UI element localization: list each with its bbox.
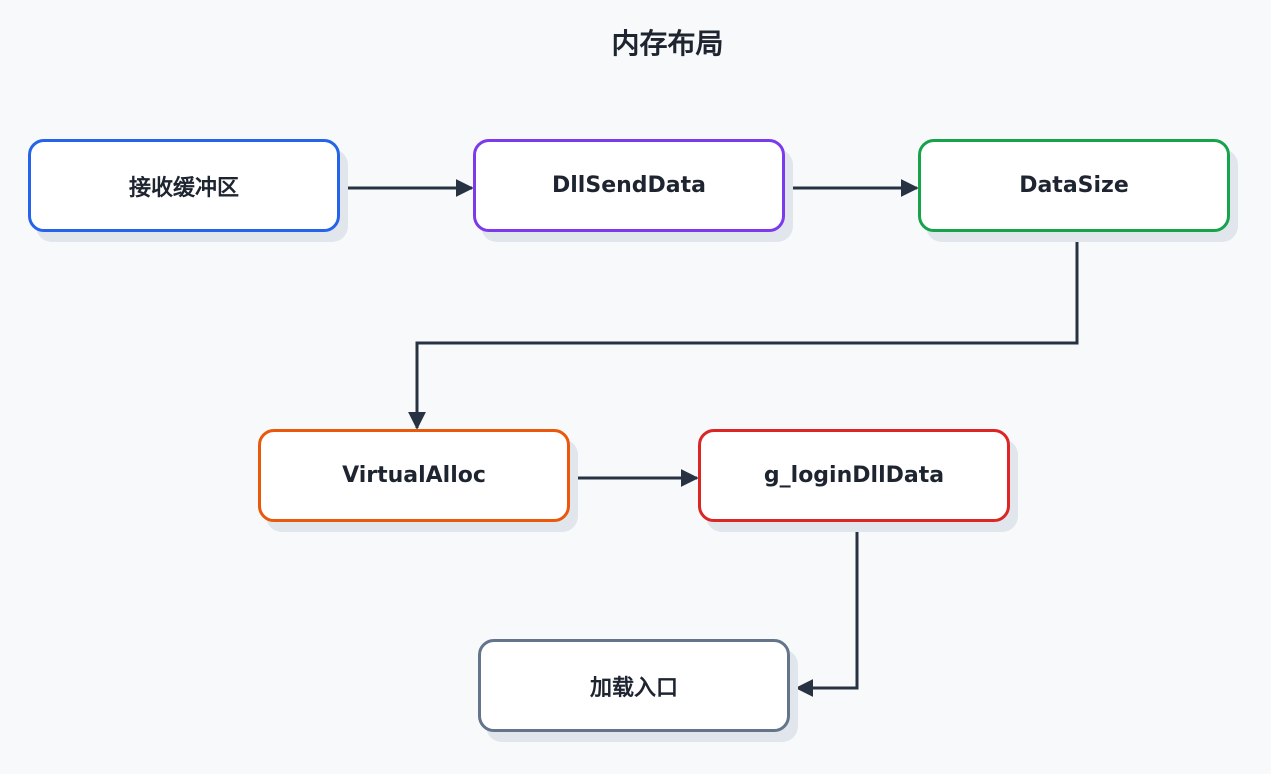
- edge-datasize-to-virtualalloc: [408, 237, 1079, 430]
- node-label: DataSize: [1019, 173, 1129, 198]
- node-label: g_loginDllData: [763, 463, 945, 488]
- node-recv-buffer: 接收缓冲区: [28, 139, 340, 232]
- edge-glogin-to-entry: [795, 527, 859, 697]
- node-label: 加载入口: [589, 675, 678, 701]
- diagram-title: 内存布局: [611, 27, 724, 60]
- node-label: 接收缓冲区: [128, 175, 239, 201]
- node-label: DllSendData: [552, 173, 706, 198]
- node-g-logindlldata: g_loginDllData: [698, 429, 1010, 522]
- node-label: VirtualAlloc: [342, 463, 486, 488]
- node-virtualalloc: VirtualAlloc: [258, 429, 570, 522]
- node-load-entry: 加载入口: [478, 639, 790, 732]
- node-datasize: DataSize: [918, 139, 1230, 232]
- node-dllsenddata: DllSendData: [473, 139, 785, 232]
